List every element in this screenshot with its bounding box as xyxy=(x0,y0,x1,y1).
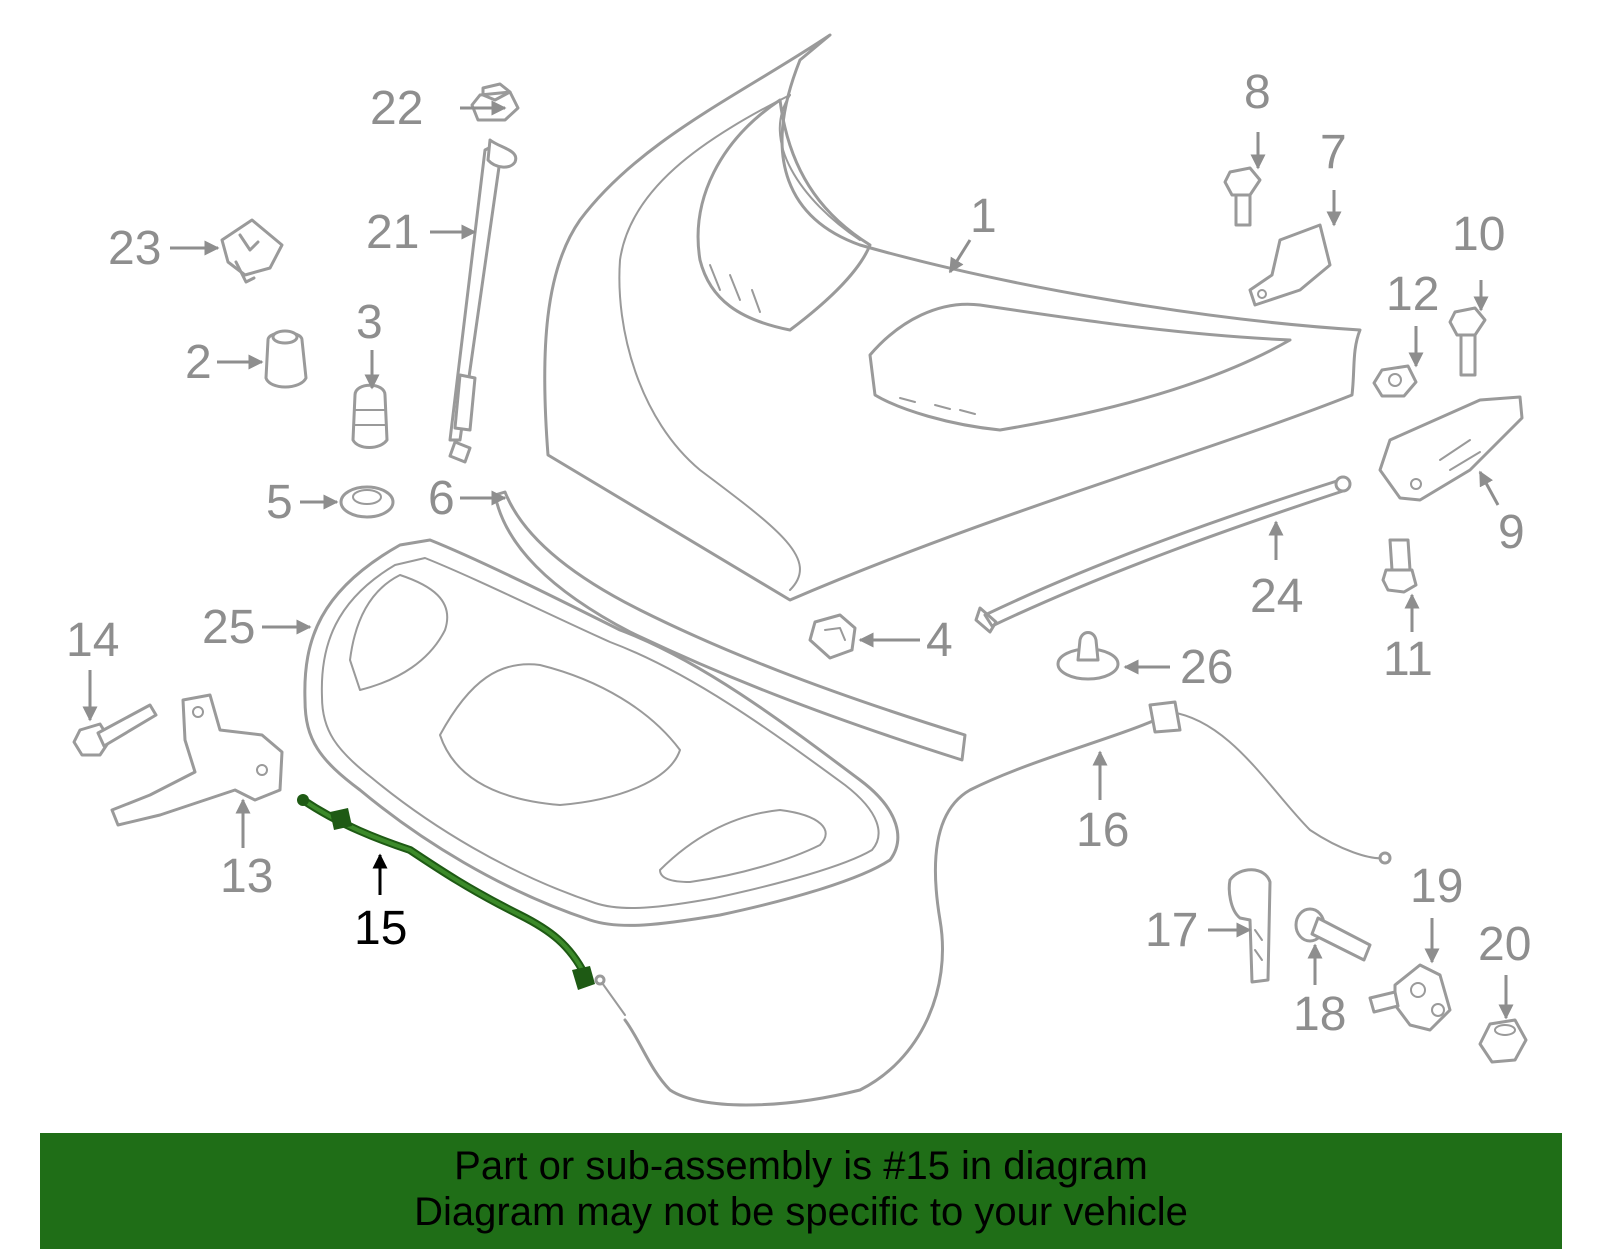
bumper-2 xyxy=(264,329,308,389)
callout-21: 21 xyxy=(366,206,419,259)
hinge-13 xyxy=(110,693,284,827)
clip-4 xyxy=(808,613,857,660)
hood-seal xyxy=(493,490,967,762)
highlighted-cable-15 xyxy=(297,794,595,990)
callout-4: 4 xyxy=(926,614,953,667)
push-pin-26 xyxy=(1056,631,1120,681)
hood-insulator xyxy=(303,538,900,927)
pin-18 xyxy=(1294,907,1372,962)
latch-19 xyxy=(1368,963,1452,1032)
callout-20: 20 xyxy=(1478,918,1531,971)
callout-9: 9 xyxy=(1498,506,1525,559)
callout-6: 6 xyxy=(428,472,455,525)
bolt-14 xyxy=(72,703,158,757)
bolt-8 xyxy=(1223,166,1262,227)
callout-26: 26 xyxy=(1180,641,1233,694)
clip-23 xyxy=(220,218,284,284)
callout-25: 25 xyxy=(202,601,255,654)
callout-24: 24 xyxy=(1250,570,1303,623)
callout-14: 14 xyxy=(66,614,119,667)
release-cable-16 xyxy=(594,700,1392,1107)
grommet-5 xyxy=(339,485,395,519)
prop-rod xyxy=(974,475,1352,634)
callout-18: 18 xyxy=(1293,988,1346,1041)
callout-17: 17 xyxy=(1145,904,1198,957)
callout-3: 3 xyxy=(356,296,383,349)
gas-strut xyxy=(448,138,518,464)
leader-lines xyxy=(82,100,1514,1020)
callout-5: 5 xyxy=(266,476,293,529)
hood-panel xyxy=(543,33,1362,602)
release-handle-17 xyxy=(1227,868,1272,984)
callout-15: 15 xyxy=(354,902,407,955)
callout-19: 19 xyxy=(1410,860,1463,913)
callout-12: 12 xyxy=(1386,268,1439,321)
bolt-10 xyxy=(1448,306,1487,377)
banner-line-2: Diagram may not be specific to your vehi… xyxy=(414,1190,1188,1234)
callout-10: 10 xyxy=(1452,208,1505,261)
callout-11: 11 xyxy=(1383,633,1433,686)
bumper-3 xyxy=(351,383,389,449)
callout-labels: 1 8 7 10 12 9 11 24 26 4 22 21 23 3 2 5 … xyxy=(66,66,1531,1041)
callout-23: 23 xyxy=(108,222,161,275)
callout-13: 13 xyxy=(220,850,273,903)
banner-line-1: Part or sub-assembly is #15 in diagram xyxy=(454,1144,1148,1188)
callout-16: 16 xyxy=(1076,804,1129,857)
info-banner: Part or sub-assembly is #15 in diagram D… xyxy=(40,1133,1562,1249)
bolt-11 xyxy=(1381,538,1418,594)
latch-support-9 xyxy=(1378,395,1524,502)
callout-1: 1 xyxy=(970,190,997,243)
nut-20 xyxy=(1478,1018,1528,1064)
nut-22 xyxy=(470,82,520,122)
callout-2: 2 xyxy=(185,336,212,389)
nut-12 xyxy=(1372,364,1418,398)
callout-8: 8 xyxy=(1244,66,1271,119)
callout-22: 22 xyxy=(370,82,423,135)
callout-7: 7 xyxy=(1320,126,1347,179)
bracket-7 xyxy=(1248,223,1332,307)
